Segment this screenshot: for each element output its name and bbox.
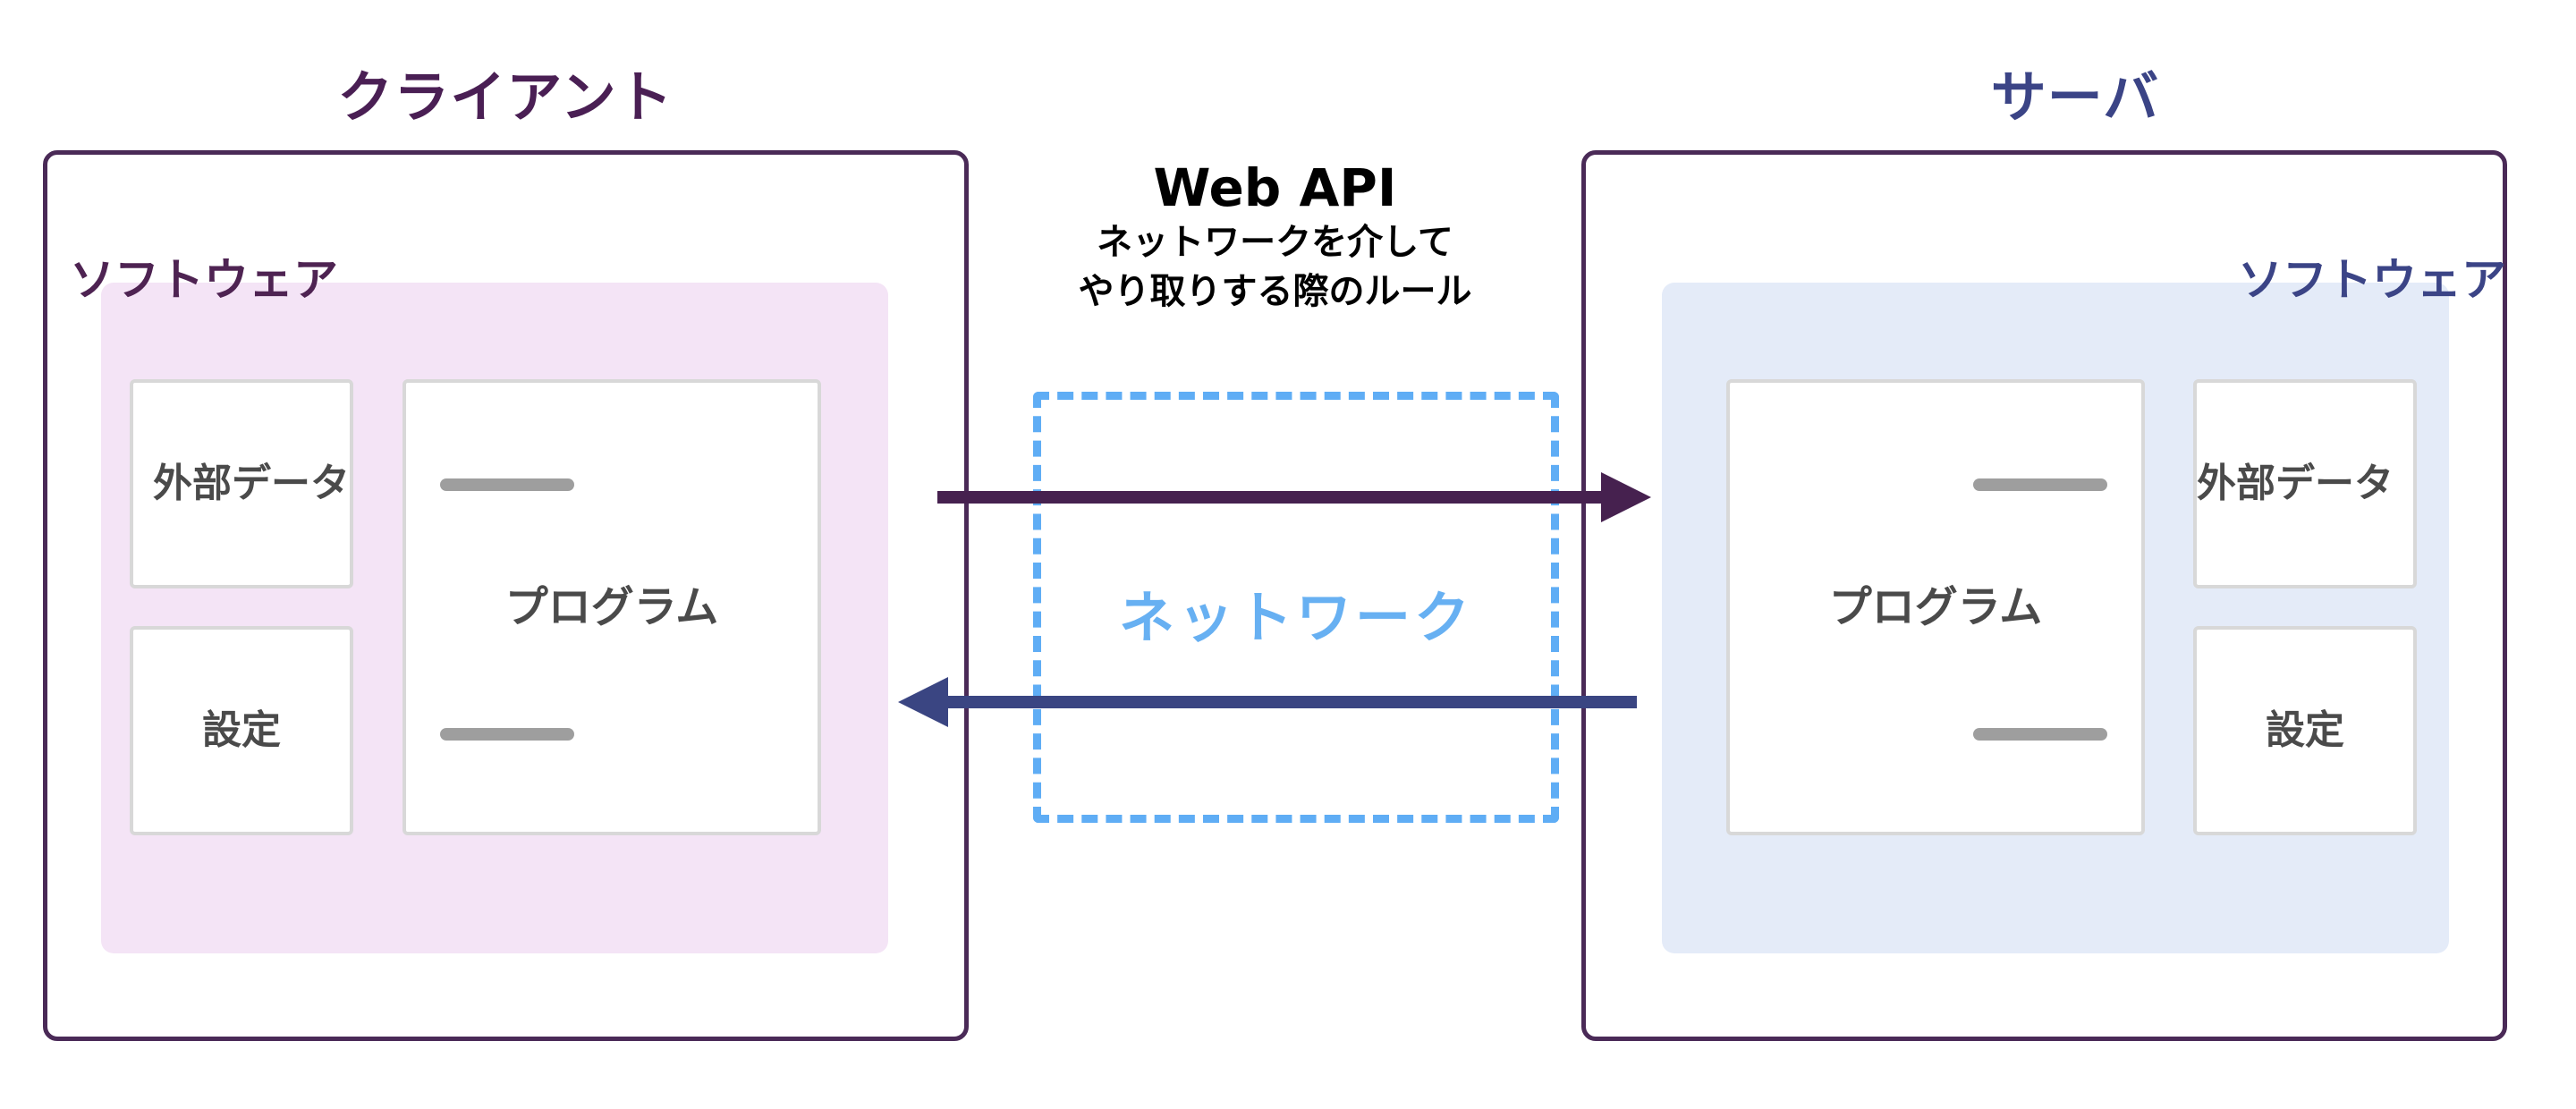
- web-api-subtitle-line-1: ネットワークを介して: [1097, 221, 1453, 263]
- client-settings-label: 設定: [202, 707, 281, 753]
- server-software-label: ソフトウェア: [2238, 254, 2506, 306]
- network-dashed-box: [1033, 392, 1559, 823]
- client-settings-connector: [440, 728, 574, 741]
- client-external-data-connector: [440, 478, 574, 491]
- client-program-label: プログラム: [504, 582, 719, 632]
- client-program-box: プログラム: [402, 379, 821, 835]
- server-program-box: プログラム: [1726, 379, 2145, 835]
- server-settings-connector: [1973, 728, 2107, 741]
- web-api-subtitle-line-2: やり取りする際のルール: [1078, 270, 1472, 312]
- server-external-data-connector: [1973, 478, 2107, 491]
- client-settings-box: 設定: [130, 626, 353, 835]
- network-label: ネットワーク: [1118, 585, 1473, 650]
- server-program-label: プログラム: [1828, 582, 2043, 632]
- server-external-data-label: 外部データ: [2197, 461, 2394, 506]
- web-api-heading: Web API ネットワークを介して やり取りする際のルール: [969, 161, 1581, 313]
- client-title: クライアント: [337, 64, 674, 130]
- server-settings-box: 設定: [2193, 626, 2417, 835]
- server-title: サーバ: [1990, 64, 2160, 130]
- server-external-data-box: 外部データ: [2193, 379, 2417, 588]
- client-software-label: ソフトウェア: [70, 254, 338, 306]
- client-external-data-box: 外部データ: [130, 379, 353, 588]
- client-external-data-label: 外部データ: [153, 461, 350, 506]
- web-api-title: Web API: [1153, 157, 1397, 218]
- server-settings-label: 設定: [2266, 707, 2344, 753]
